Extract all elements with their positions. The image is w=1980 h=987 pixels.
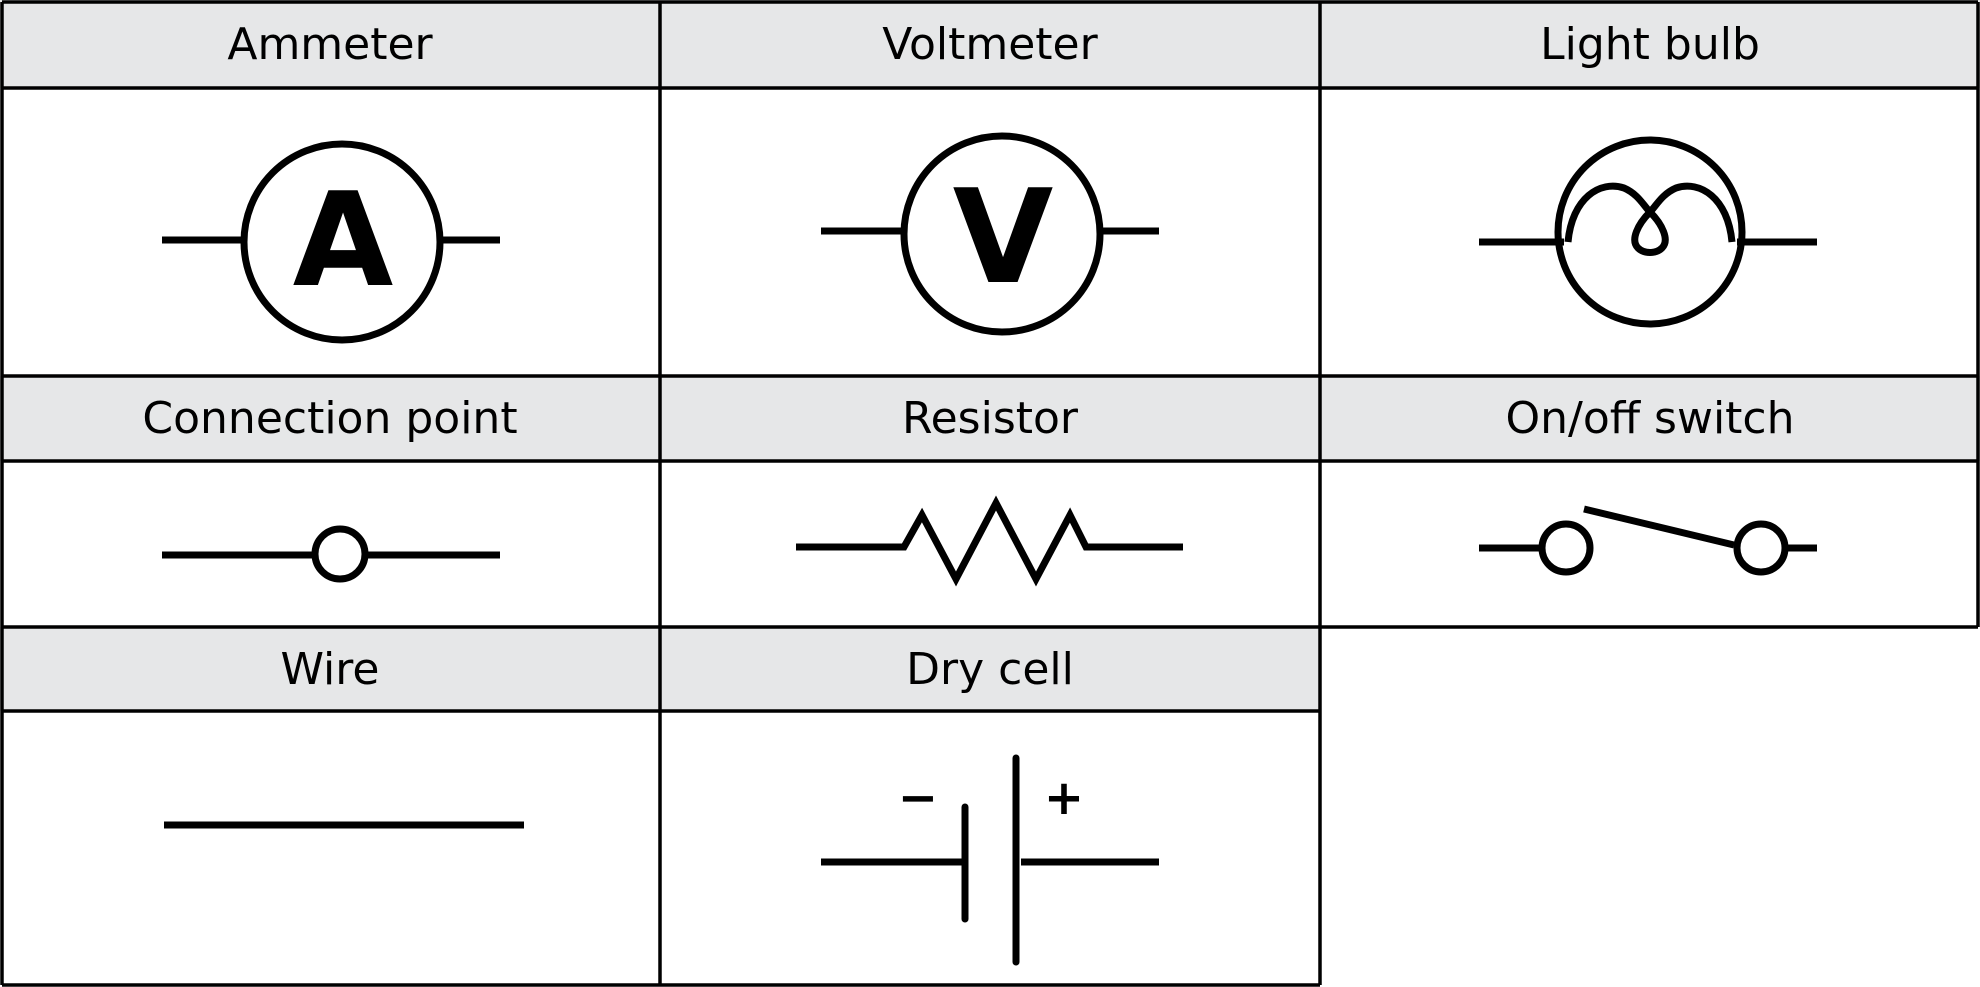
dry-cell-minus: − xyxy=(898,770,938,826)
label-dry-cell: Dry cell xyxy=(906,643,1074,695)
header-wire: Wire xyxy=(0,627,660,711)
resistor-icon xyxy=(796,495,1183,587)
header-light-bulb: Light bulb xyxy=(1320,0,1980,88)
cell-resistor xyxy=(660,461,1320,627)
ammeter-letter: A xyxy=(293,164,394,316)
ammeter-icon: A xyxy=(162,140,500,344)
voltmeter-icon: V xyxy=(821,132,1159,336)
cell-switch xyxy=(1320,461,1980,627)
switch-icon xyxy=(1479,505,1817,576)
header-resistor: Resistor xyxy=(660,376,1320,461)
voltmeter-letter: V xyxy=(953,161,1054,313)
header-connection-point: Connection point xyxy=(0,376,660,461)
cell-light-bulb xyxy=(1320,88,1980,376)
cell-connection-point xyxy=(0,461,660,627)
label-wire: Wire xyxy=(280,643,380,695)
label-resistor: Resistor xyxy=(902,393,1078,444)
connection-point-icon xyxy=(162,525,500,583)
dry-cell-icon: − + xyxy=(821,754,1159,966)
cell-voltmeter: V xyxy=(660,88,1320,376)
cell-wire xyxy=(0,711,660,987)
wire-icon xyxy=(164,821,524,829)
label-voltmeter: Voltmeter xyxy=(882,18,1098,70)
dry-cell-plus: + xyxy=(1044,770,1084,826)
header-switch: On/off switch xyxy=(1320,376,1980,461)
header-dry-cell: Dry cell xyxy=(660,627,1320,711)
cell-dry-cell: − + xyxy=(660,711,1320,987)
header-voltmeter: Voltmeter xyxy=(660,0,1320,88)
label-switch: On/off switch xyxy=(1505,393,1795,444)
cell-ammeter: A xyxy=(0,88,660,376)
light-bulb-icon xyxy=(1479,136,1817,328)
header-ammeter: Ammeter xyxy=(0,0,660,88)
label-light-bulb: Light bulb xyxy=(1540,18,1760,70)
label-connection-point: Connection point xyxy=(142,393,518,444)
label-ammeter: Ammeter xyxy=(227,18,433,70)
